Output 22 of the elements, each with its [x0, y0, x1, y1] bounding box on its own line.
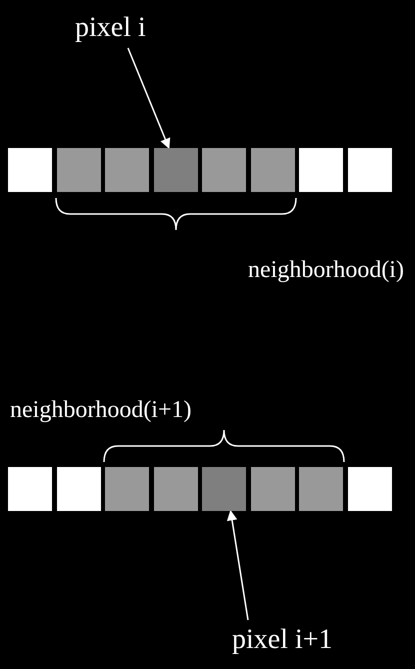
- pixel-cell: [8, 148, 52, 192]
- pixel-cell: [250, 148, 294, 192]
- pixel-label: pixel i: [75, 14, 146, 42]
- highlighted-pixel: [202, 467, 246, 511]
- arrow: [226, 510, 249, 620]
- arrow: [127, 48, 170, 149]
- pixel-cell: [348, 467, 392, 511]
- pixel-cell: [348, 148, 392, 192]
- neighborhood-label: neighborhood(i+1): [10, 398, 192, 422]
- pixel-cell: [105, 148, 149, 192]
- pixel-cell: [105, 467, 149, 511]
- pixel-cell: [56, 148, 100, 192]
- highlighted-pixel: [154, 148, 198, 192]
- pixel-cell: [8, 467, 52, 511]
- pixel-cell: [154, 467, 198, 511]
- pixel-cell: [56, 467, 100, 511]
- pixel-cell: [299, 148, 343, 192]
- pixel-cell: [299, 467, 343, 511]
- pixel-label: pixel i+1: [232, 626, 333, 654]
- pixel-cell: [202, 148, 246, 192]
- pixel-cell: [250, 467, 294, 511]
- neighborhood-label: neighborhood(i): [248, 258, 404, 282]
